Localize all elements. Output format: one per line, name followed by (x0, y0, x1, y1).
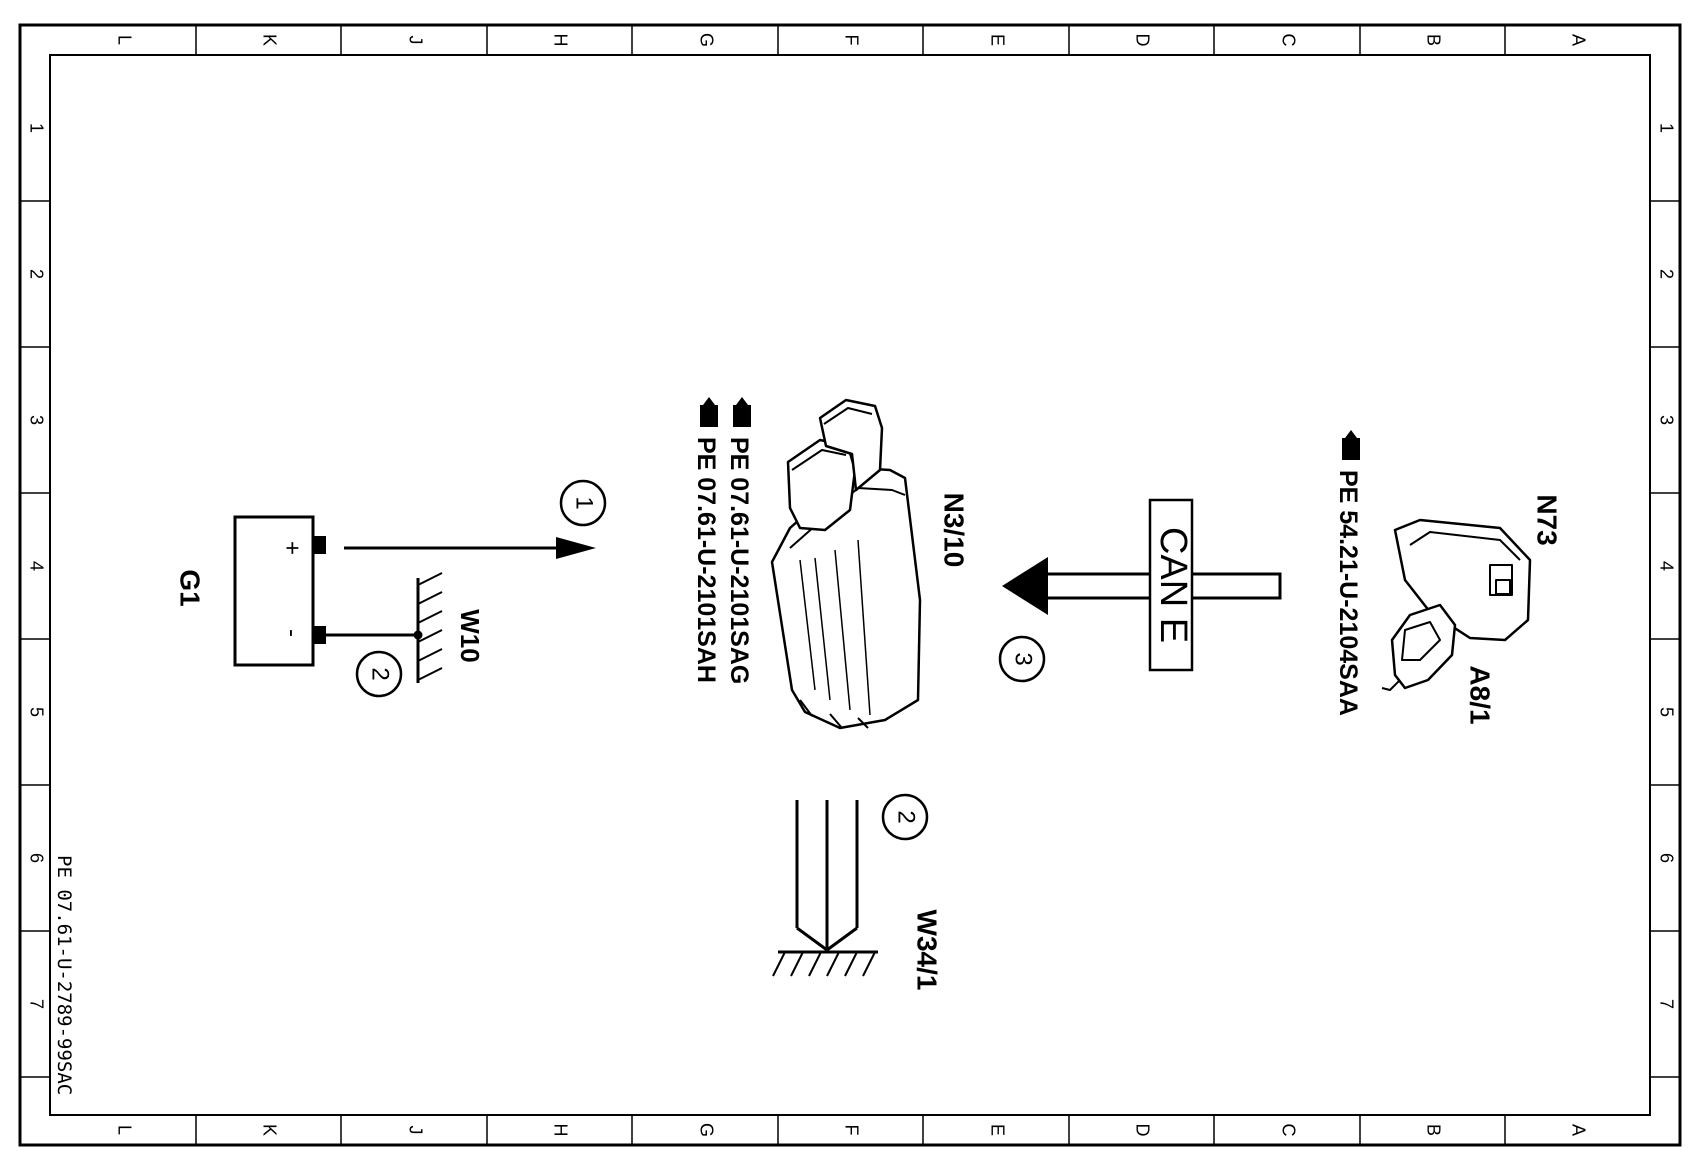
col-label-top-h: H (550, 34, 570, 47)
ground-wire-w34-1 (772, 800, 878, 977)
circle-marker-2a-number: 2 (367, 667, 394, 680)
ground-w34-1-label: W34/1 (912, 910, 943, 991)
col-label-top-j: J (405, 36, 425, 45)
row-labels-left: 1 2 3 4 5 6 7 (26, 123, 46, 1009)
row-label-right-4: 4 (1656, 561, 1676, 571)
col-label-top-c: C (1278, 34, 1298, 47)
battery-minus-sign: - (279, 629, 306, 637)
circle-marker-2-battery: 2 (355, 650, 403, 698)
row-labels-right: 1 2 3 4 5 6 7 (1656, 123, 1676, 1009)
ecu-reference-1: PE 07.61-U-2101SAG (725, 397, 753, 684)
col-label-bottom-l: L (114, 1125, 134, 1135)
battery-label: G1 (175, 569, 206, 606)
ecu-reference-2: PE 07.61-U-2101SAH (692, 397, 720, 683)
ecu-n3-10-graphic (770, 398, 922, 730)
col-label-bottom-b: B (1423, 1124, 1443, 1136)
row-label-left-3: 3 (26, 415, 46, 425)
circle-marker-3: 3 (998, 635, 1046, 683)
row-label-right-2: 2 (1656, 269, 1676, 279)
drawing-frame (18, 23, 1682, 1147)
col-label-top-l: L (114, 35, 134, 45)
ignition-switch-label: N73 (1532, 494, 1563, 545)
col-label-top-k: K (259, 34, 279, 46)
column-grid-ticks (195, 25, 1506, 1145)
col-label-bottom-f: F (841, 1125, 861, 1136)
ground-wire-w10 (326, 572, 443, 683)
row-label-left-5: 5 (26, 707, 46, 717)
battery-positive-wire (344, 537, 596, 559)
col-label-top-b: B (1423, 34, 1443, 46)
col-label-bottom-c: C (1278, 1124, 1298, 1137)
ignition-switch-reference: PE 54.21-U-2104SAA (1334, 430, 1362, 716)
col-label-bottom-d: D (1132, 1124, 1152, 1137)
circle-marker-2-ecu: 2 (881, 793, 929, 841)
ecu-reference-1-text: PE 07.61-U-2101SAG (725, 437, 753, 684)
ignition-switch-n73-graphic (1381, 518, 1532, 691)
circle-marker-1-number: 1 (571, 496, 598, 509)
col-label-top-a: A (1568, 34, 1588, 46)
column-labels-bottom: L K J H G F E D C B A (114, 1123, 1588, 1137)
row-label-right-6: 6 (1656, 853, 1676, 863)
col-label-top-f: F (841, 35, 861, 46)
col-label-bottom-a: A (1568, 1124, 1588, 1136)
row-label-left-2: 2 (26, 269, 46, 279)
can-bus-arrow (1002, 498, 1282, 672)
battery-plus-sign: + (279, 541, 306, 555)
row-grid-ticks (20, 200, 1680, 1078)
col-label-bottom-j: J (405, 1126, 425, 1135)
ignition-switch-reference-text: PE 54.21-U-2104SAA (1334, 470, 1362, 716)
row-label-right-7: 7 (1656, 999, 1676, 1009)
document-id: PE 07.61-U-2789-99SAC (53, 855, 75, 1095)
can-bus-label: CAN E (1152, 527, 1194, 643)
ground-w10-label: W10 (455, 609, 485, 662)
col-label-bottom-k: K (259, 1124, 279, 1136)
row-label-right-1: 1 (1656, 123, 1676, 133)
row-label-left-6: 6 (26, 853, 46, 863)
row-label-left-1: 1 (26, 123, 46, 133)
col-label-bottom-g: G (696, 1123, 716, 1137)
col-label-top-g: G (696, 33, 716, 47)
key-label: A8/1 (1465, 665, 1496, 724)
ecu-reference-2-text: PE 07.61-U-2101SAH (692, 437, 720, 683)
col-label-bottom-e: E (987, 1124, 1007, 1136)
col-label-top-e: E (987, 34, 1007, 46)
column-labels-top: L K J H G F E D C B A (114, 33, 1588, 47)
row-label-right-5: 5 (1656, 707, 1676, 717)
row-label-left-4: 4 (26, 561, 46, 571)
circle-marker-3-number: 3 (1010, 652, 1037, 665)
ecu-label: N3/10 (939, 493, 970, 568)
col-label-top-d: D (1132, 34, 1152, 47)
col-label-bottom-h: H (550, 1124, 570, 1137)
circle-marker-1: 1 (559, 479, 607, 527)
row-label-right-3: 3 (1656, 415, 1676, 425)
circle-marker-2b-number: 2 (893, 810, 920, 823)
battery-g1: + - (233, 515, 326, 667)
row-label-left-7: 7 (26, 999, 46, 1009)
